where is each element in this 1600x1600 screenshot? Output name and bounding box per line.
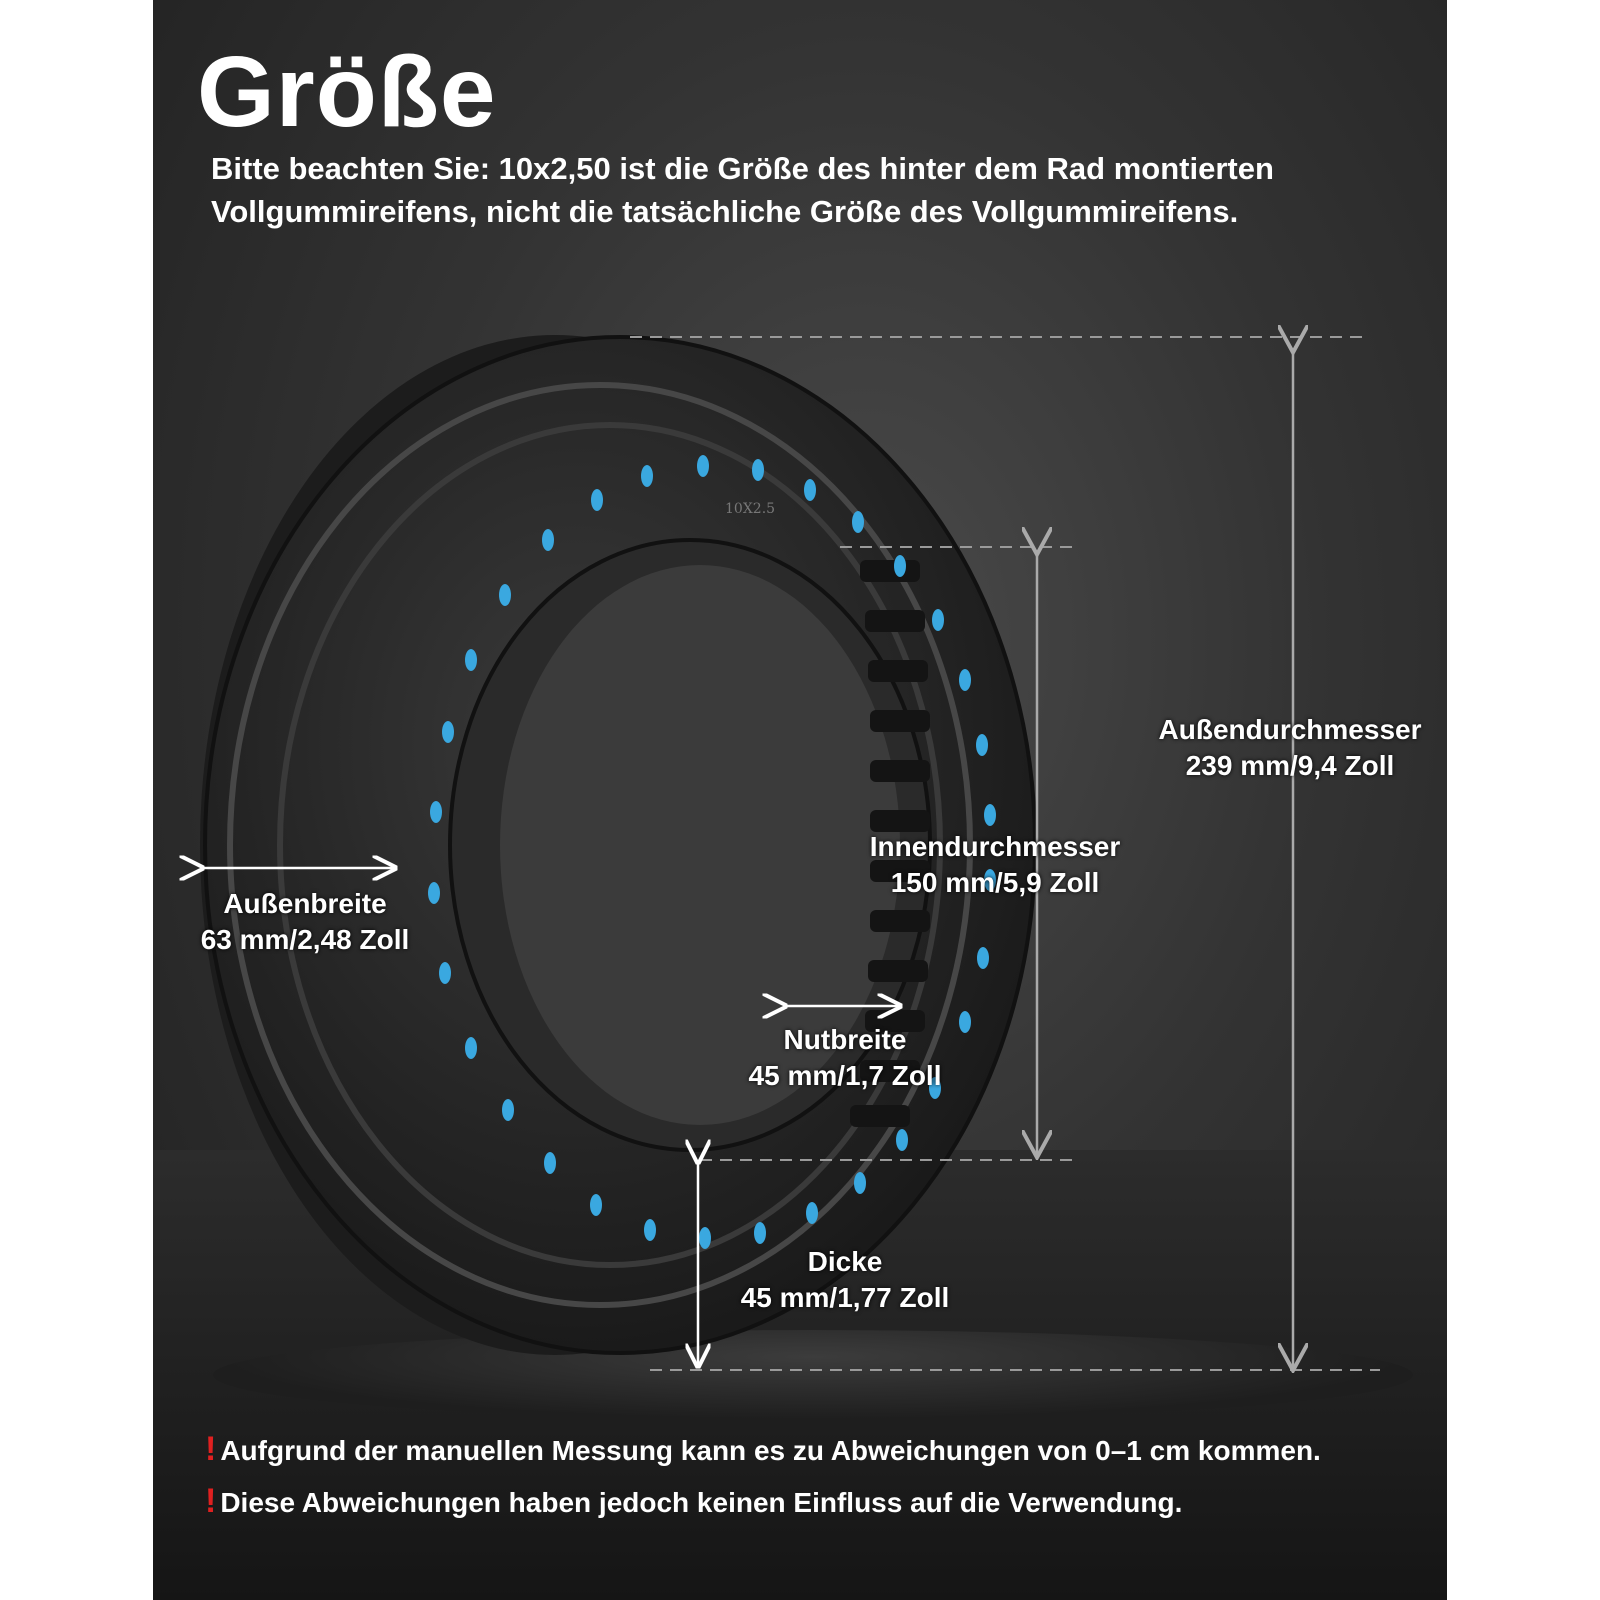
outer-diameter-value: 239 mm/9,4 Zoll [1185,750,1395,781]
inner-diameter-title: Innendurchmesser [869,831,1121,862]
size-note: Bitte beachten Sie: 10x2,50 ist die Größ… [211,151,1274,229]
warning-text-2: Diese Abweichungen haben jedoch keinen E… [220,1487,1183,1518]
tire-hole [500,565,900,1125]
dashed-guides [630,336,1380,1371]
groove-width-value: 45 mm/1,7 Zoll [748,1060,942,1091]
thickness-label: Dicke 45 mm/1,77 Zoll [710,1244,980,1316]
page-title: Größe [197,36,497,148]
outer-diameter-label: Außendurchmesser 239 mm/9,4 Zoll [1130,712,1450,784]
outer-diameter-title: Außendurchmesser [1158,714,1422,745]
warning-line-1: !Aufgrund der manuellen Messung kann es … [205,1430,1321,1469]
groove-width-label: Nutbreite 45 mm/1,7 Zoll [720,1022,970,1094]
thickness-value: 45 mm/1,77 Zoll [740,1282,950,1313]
warning-text-1: Aufgrund der manuellen Messung kann es z… [220,1435,1321,1466]
exclamation-icon: ! [205,1482,217,1520]
warning-line-2: !Diese Abweichungen haben jedoch keinen … [205,1482,1182,1521]
inner-diameter-value: 150 mm/5,9 Zoll [890,867,1100,898]
pedestal [213,1330,1413,1420]
outer-width-value: 63 mm/2,48 Zoll [200,924,410,955]
groove-width-title: Nutbreite [783,1024,907,1055]
outer-width-title: Außenbreite [223,888,387,919]
thickness-title: Dicke [807,1246,883,1277]
blue-holes [428,455,996,1249]
exclamation-icon: ! [205,1430,217,1468]
tire-marking: 10X2.5 [725,501,775,517]
tread-pattern [227,382,973,1308]
outer-width-label: Außenbreite 63 mm/2,48 Zoll [185,886,425,958]
inner-diameter-label: Innendurchmesser 150 mm/5,9 Zoll [850,829,1140,901]
